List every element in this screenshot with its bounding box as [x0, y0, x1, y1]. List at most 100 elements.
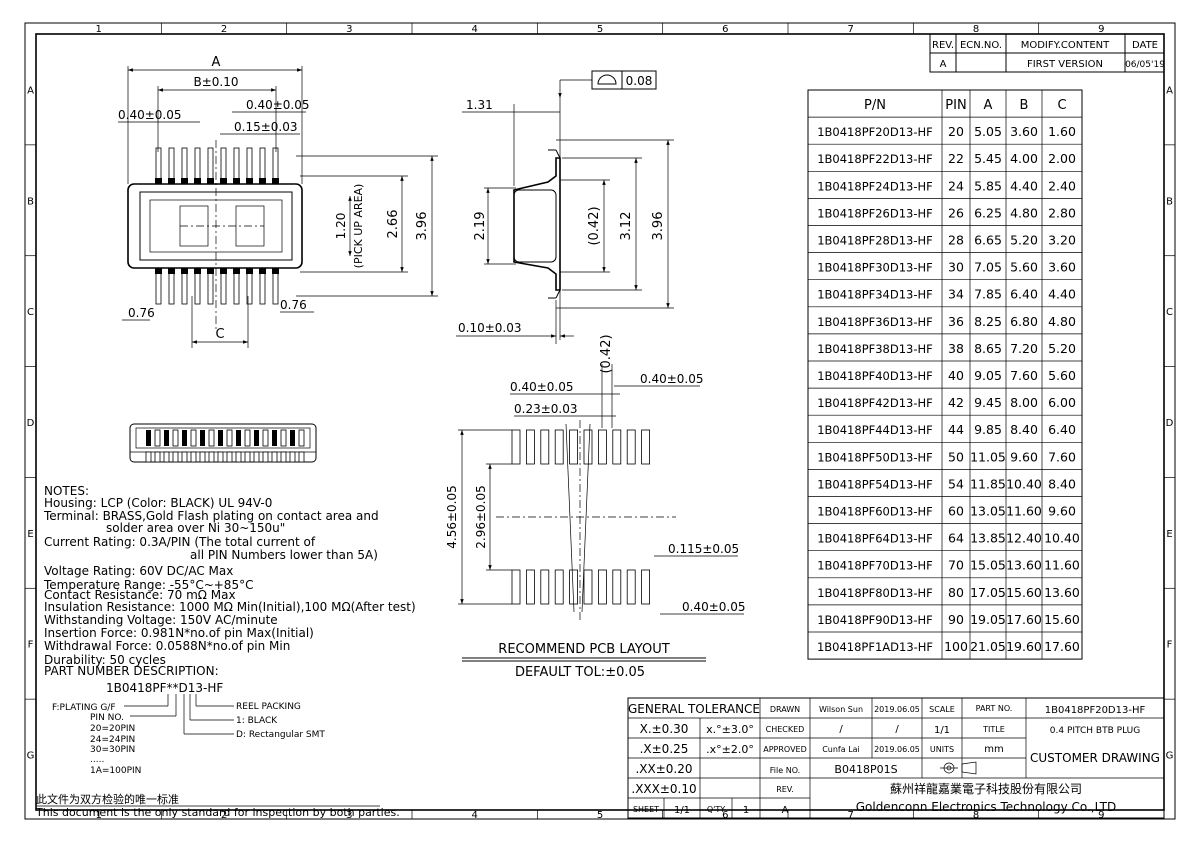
- pn-table-cell: 5.20: [1048, 341, 1076, 356]
- pn-table-cell: 6.40: [1010, 287, 1038, 302]
- pn-table-cell: 1.60: [1048, 124, 1076, 139]
- rev-header: REV.: [932, 40, 954, 51]
- pn-table-cell: 60: [948, 504, 964, 519]
- modify-header: MODIFY.CONTENT: [1021, 40, 1110, 51]
- pn-table-cell: 1B0418PF28D13-HF: [817, 234, 933, 248]
- border-col-label: 7: [847, 24, 853, 35]
- file-no: B0418P01S: [834, 763, 897, 776]
- note-line: Withdrawal Force: 0.0588N*no.of pin Min: [44, 639, 290, 653]
- ecn-header: ECN.NO.: [960, 40, 1002, 51]
- pn-table-cell: 6.65: [974, 233, 1002, 248]
- type-option: D: Rectangular SMT: [236, 730, 325, 740]
- pn-table-cell: 42: [948, 395, 964, 410]
- border-row-label: G: [27, 751, 35, 762]
- units-label: UNITS: [930, 745, 954, 754]
- note-line: solder area over Ni 30~150u": [106, 521, 285, 535]
- pn-table-cell: 1B0418PF20D13-HF: [817, 125, 933, 139]
- pn-table-cell: 64: [948, 531, 964, 546]
- border-col-label: 8: [973, 810, 979, 821]
- border-col-label: 1: [95, 24, 101, 35]
- note-line: Contact Resistance: 70 mΩ Max: [44, 588, 236, 602]
- pn-table-cell: 40: [948, 368, 964, 383]
- pn-table-cell: 1B0418PF50D13-HF: [817, 450, 933, 464]
- pn-table-cell: 8.00: [1010, 395, 1038, 410]
- flatness-value: 0.08: [626, 74, 653, 88]
- pn-table-cell: 22: [948, 151, 964, 166]
- pn-table-cell: 38: [948, 341, 964, 356]
- units-value: mm: [984, 744, 1003, 755]
- pin-option: 1A=100PIN: [90, 766, 141, 776]
- pn-table-cell: 24: [948, 178, 964, 193]
- dim-pitch-right: 0.40±0.05: [246, 98, 310, 112]
- drawn-label: DRAWN: [770, 705, 800, 714]
- default-tolerance: DEFAULT TOL:±0.05: [515, 665, 645, 680]
- pn-table-cell: 11.60: [1044, 558, 1080, 573]
- pn-table-cell: 2.00: [1048, 151, 1076, 166]
- revision-table: REV. ECN.NO. MODIFY.CONTENT DATE A FIRST…: [929, 33, 1165, 73]
- pn-table-cell: 6.25: [974, 205, 1002, 220]
- dim-0-42-pcb: (0.42): [599, 334, 614, 373]
- border-col-label: 5: [597, 24, 603, 35]
- pn-table-cell: 4.40: [1010, 178, 1038, 193]
- border-row-label: D: [27, 418, 35, 429]
- note-line: PART NUMBER DESCRIPTION:: [44, 664, 219, 678]
- note-line: Voltage Rating: 60V DC/AC Max: [44, 564, 233, 578]
- pn-table-cell: 1B0418PF80D13-HF: [817, 586, 933, 600]
- pn-table-cell: 6.80: [1010, 314, 1038, 329]
- pn-table-cell: 13.60: [1006, 558, 1042, 573]
- pn-table-cell: 8.40: [1010, 422, 1038, 437]
- plating-label: F:PLATING G/F: [52, 703, 116, 713]
- note-line: all PIN Numbers lower than 5A): [190, 548, 378, 562]
- drawn-date: 2019.06.05: [874, 705, 920, 714]
- border-row-label: B: [27, 196, 34, 207]
- pn-code: 1B0418PF**D13-HF: [106, 681, 223, 695]
- border-row-label: A: [27, 85, 34, 96]
- dim-B: B±0.10: [193, 75, 238, 89]
- pn-table-cell: 4.80: [1010, 205, 1038, 220]
- border-row-label: F: [28, 640, 34, 651]
- border-col-label: 9: [1098, 810, 1104, 821]
- border-row-label: D: [1166, 418, 1174, 429]
- dim-3-96-side: 3.96: [651, 212, 666, 241]
- dim-0-76-left: 0.76: [128, 306, 155, 320]
- pn-table-header: PIN: [945, 98, 966, 113]
- pn-table-cell: 3.60: [1048, 260, 1076, 275]
- pn-table-cell: 19.05: [970, 612, 1006, 627]
- scale-label: SCALE: [929, 705, 955, 714]
- customer-drawing: CUSTOMER DRAWING: [1030, 751, 1160, 765]
- note-line: Insertion Force: 0.981N*no.of pin Max(In…: [44, 626, 314, 640]
- dim-0-115: 0.115±0.05: [668, 542, 739, 556]
- front-view: [129, 423, 317, 463]
- pn-table-cell: 1B0418PF90D13-HF: [817, 613, 933, 627]
- border-row-label: C: [27, 307, 34, 318]
- pn-table-cell: 5.85: [974, 178, 1002, 193]
- border-col-label: 4: [471, 24, 477, 35]
- pn-table-cell: 1B0418PF54D13-HF: [817, 477, 933, 491]
- pn-table-cell: 28: [948, 233, 964, 248]
- pn-table-cell: 8.65: [974, 341, 1002, 356]
- border-col-label: 9: [1098, 24, 1104, 35]
- checked-date: /: [895, 724, 899, 735]
- approved-by: Cunfa Lai: [822, 745, 860, 754]
- dim-2-19: 2.19: [473, 212, 488, 241]
- projection-symbol: [940, 761, 977, 775]
- border-col-label: 2: [221, 24, 227, 35]
- dim-A: A: [212, 55, 221, 70]
- pin-no-label: PIN NO.: [90, 713, 124, 723]
- approved-label: APPROVED: [763, 745, 807, 754]
- standard-cn: 此文件为双方检验的唯一标准: [36, 792, 179, 806]
- pick-up-area-label: (PICK UP AREA): [352, 184, 365, 269]
- dim-0-42-side: (0.42): [587, 206, 602, 245]
- tol-xxxx: .XXX±0.10: [631, 782, 696, 796]
- pn-table-cell: 100: [944, 639, 968, 654]
- modify-value: FIRST VERSION: [1027, 59, 1103, 70]
- pn-table-cell: 20: [948, 124, 964, 139]
- sheet-value: 1/1: [674, 805, 690, 816]
- pn-table-cell: 1B0418PF34D13-HF: [817, 288, 933, 302]
- dim-2-96: 2.96±0.05: [474, 485, 488, 549]
- pn-table-cell: 11.60: [1006, 504, 1042, 519]
- pn-table-cell: 7.05: [974, 260, 1002, 275]
